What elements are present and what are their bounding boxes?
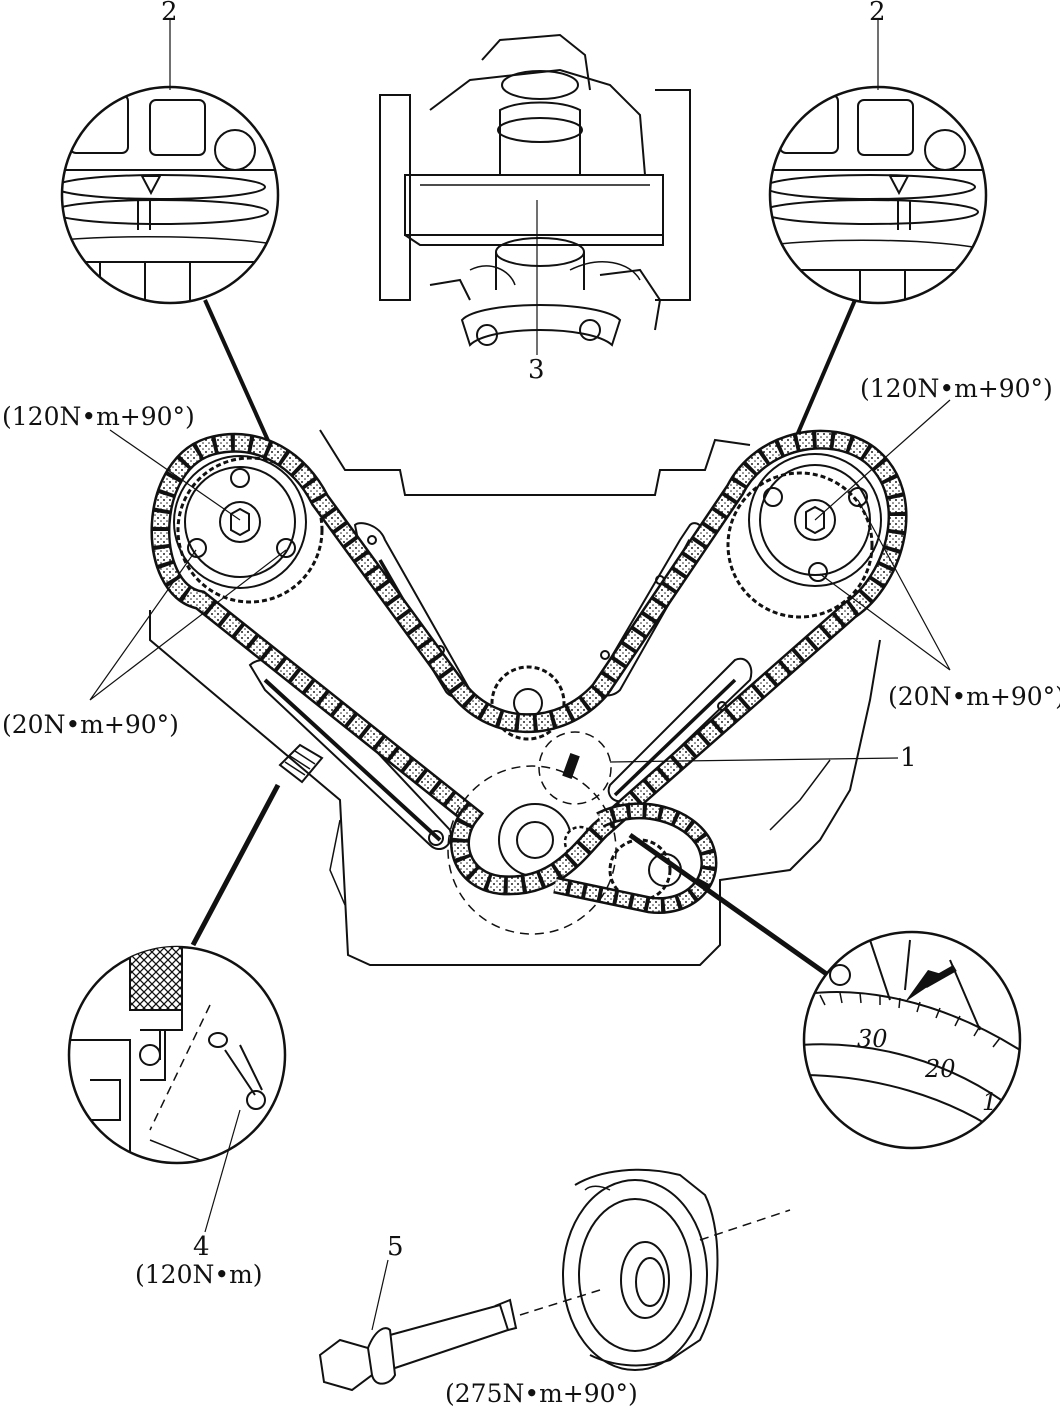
torque-left-camshaft: (120N•m+90°): [2, 402, 195, 431]
tensioner-detail: [67, 945, 287, 1165]
callout-2-left: 2: [161, 0, 178, 27]
right-camshaft-sprocket: [726, 453, 882, 619]
torque-tensioner-plug: (120N•m): [135, 1260, 263, 1289]
tensioner-plug: [278, 743, 324, 784]
scale-mark-1: 1: [982, 1088, 997, 1116]
scale-mark-20: 20: [924, 1055, 956, 1083]
right-timing-mark-detail: [768, 85, 988, 305]
timing-chain: [150, 429, 908, 915]
torque-right-camshaft: (120N•m+90°): [860, 374, 1053, 403]
crankshaft-pulley: [562, 1168, 791, 1371]
torque-left-sprocket-bolts: (20N•m+90°): [2, 710, 179, 739]
torque-right-sprocket-bolts: (20N•m+90°): [888, 682, 1060, 711]
left-timing-mark-detail: [60, 85, 280, 305]
crankshaft-bolt: [318, 1289, 601, 1392]
left-camshaft-sprocket: [173, 455, 324, 604]
callout-1: 1: [900, 743, 917, 773]
callout-5: 5: [387, 1232, 404, 1262]
torque-crankshaft-bolt: (275N•m+90°): [445, 1379, 638, 1408]
engine-block: [149, 429, 881, 966]
callout-3: 3: [528, 355, 545, 385]
callout-4: 4: [193, 1232, 210, 1262]
camshaft-locking-tool-view: [379, 33, 691, 355]
scale-mark-30: 30: [857, 1025, 888, 1053]
torque-leader-lines: [89, 399, 951, 701]
callout-2-right: 2: [869, 0, 886, 27]
crankshaft-reference-area: [447, 731, 899, 935]
